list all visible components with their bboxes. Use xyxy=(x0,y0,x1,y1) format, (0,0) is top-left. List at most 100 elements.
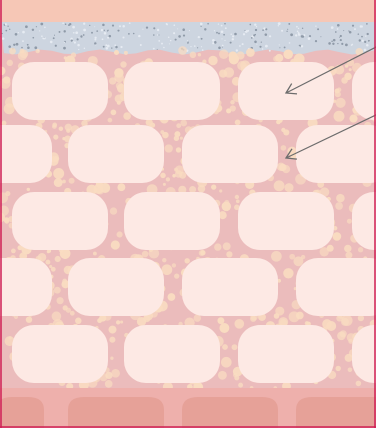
speckle xyxy=(256,44,257,45)
speckle xyxy=(331,41,333,43)
lipid-granule xyxy=(11,249,16,254)
speckle xyxy=(13,44,15,46)
speckle xyxy=(15,33,18,36)
lipid-granule xyxy=(49,265,52,268)
speckle xyxy=(332,43,334,45)
speckle xyxy=(166,23,168,25)
speckle xyxy=(302,28,303,29)
lipid-granule xyxy=(246,48,255,57)
lipid-granule xyxy=(234,319,244,329)
corneocyte-cells xyxy=(0,62,376,383)
lipid-granule xyxy=(223,242,231,250)
speckle xyxy=(230,33,231,34)
lipid-granule xyxy=(238,383,243,388)
speckle xyxy=(77,44,80,47)
speckle xyxy=(345,44,348,47)
lipid-granule xyxy=(62,137,65,140)
lipid-granule xyxy=(250,316,256,322)
lipid-granule xyxy=(180,120,187,127)
speckle xyxy=(107,30,108,31)
lipid-granule xyxy=(120,320,123,323)
speckle xyxy=(94,37,96,39)
speckle xyxy=(63,47,66,50)
lipid-granule xyxy=(178,46,187,55)
speckle xyxy=(153,48,155,50)
speckle xyxy=(354,28,356,30)
lipid-granule xyxy=(219,323,229,333)
speckle xyxy=(320,36,321,37)
speckle xyxy=(339,37,340,38)
lipid-granule xyxy=(184,258,189,263)
lipid-granule xyxy=(5,191,10,196)
lipid-granule xyxy=(75,318,82,325)
corneocyte-cell-r1-c2 xyxy=(124,62,220,120)
lipid-granule xyxy=(296,312,304,320)
speckle xyxy=(40,23,43,26)
speckle xyxy=(102,24,105,27)
lipid-granule xyxy=(53,156,59,162)
speckle xyxy=(27,44,29,46)
speckle xyxy=(328,42,331,45)
lipid-granule xyxy=(66,308,71,313)
lipid-granule xyxy=(117,101,121,105)
speckle xyxy=(261,41,262,42)
lipid-granule xyxy=(7,60,13,66)
speckle xyxy=(129,22,131,24)
speckle xyxy=(230,42,232,44)
lipid-granule xyxy=(117,231,123,237)
speckle xyxy=(337,24,340,27)
lipid-granule xyxy=(221,357,232,368)
lipid-granule xyxy=(198,53,201,56)
lipid-granule xyxy=(137,317,146,326)
speckle xyxy=(225,27,227,29)
speckle xyxy=(221,38,222,39)
speckle xyxy=(54,35,55,36)
lipid-granule xyxy=(165,144,173,152)
speckle xyxy=(22,40,24,42)
speckle xyxy=(197,47,198,48)
speckle xyxy=(315,25,316,26)
speckle xyxy=(44,26,46,28)
speckle xyxy=(278,25,279,26)
speckle xyxy=(223,34,225,36)
speckle xyxy=(2,37,5,40)
lipid-granule xyxy=(176,123,181,128)
lipid-granule xyxy=(120,61,126,67)
speckle xyxy=(218,32,220,34)
speckle xyxy=(331,26,334,29)
speckle xyxy=(157,34,158,35)
lower-cell-layer xyxy=(0,388,376,428)
lipid-granule xyxy=(275,307,284,316)
lipid-granule xyxy=(219,189,222,192)
speckle xyxy=(34,46,37,49)
corneocyte-cell-r2-c1 xyxy=(0,125,52,183)
lipid-granule xyxy=(341,77,348,84)
speckle xyxy=(236,49,238,51)
speckle xyxy=(290,33,293,36)
lipid-granule xyxy=(219,69,227,77)
speckle xyxy=(91,32,93,34)
speckle xyxy=(27,46,30,49)
speckle xyxy=(255,29,257,31)
speckle xyxy=(340,35,342,37)
lipid-granule xyxy=(111,110,117,116)
speckle xyxy=(308,37,311,40)
speckle xyxy=(232,35,234,37)
lipid-granule xyxy=(229,54,239,64)
speckle xyxy=(71,39,73,41)
lipid-granule xyxy=(124,51,128,55)
speckle xyxy=(115,46,117,48)
lipid-granule xyxy=(162,264,173,275)
speckle xyxy=(7,26,8,27)
lipid-granule xyxy=(333,232,342,241)
speckle xyxy=(343,30,344,31)
lipid-granule xyxy=(93,184,103,194)
speckle xyxy=(25,25,28,28)
lipid-granule xyxy=(168,293,176,301)
speckle xyxy=(55,45,57,47)
speckle xyxy=(138,35,140,37)
lipid-granule xyxy=(172,263,176,267)
speckle xyxy=(102,38,104,40)
lipid-granule xyxy=(18,51,27,60)
